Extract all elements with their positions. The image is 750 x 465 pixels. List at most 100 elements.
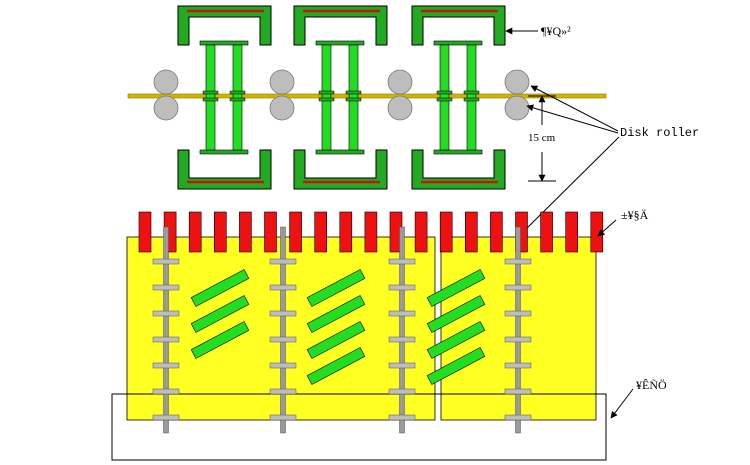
electrode-cap bbox=[315, 149, 365, 155]
diagonal-green-bar bbox=[190, 295, 250, 333]
electrode-bar bbox=[348, 44, 359, 151]
shaft-disc bbox=[388, 310, 416, 317]
upper-housing bbox=[411, 5, 506, 46]
shaft-disc bbox=[504, 414, 532, 421]
red-block bbox=[490, 211, 503, 253]
top-unit-group: 15 cm ¶¥Q»² Disk roller bbox=[127, 5, 699, 236]
red-block bbox=[138, 211, 152, 253]
red-block bbox=[188, 211, 202, 253]
red-block bbox=[565, 211, 579, 253]
bottom-right-arrow bbox=[610, 388, 634, 419]
shaft-disc bbox=[388, 362, 416, 369]
disk-roller bbox=[504, 95, 530, 121]
shaft-disc bbox=[504, 258, 532, 265]
electrode-bar bbox=[205, 44, 216, 151]
shaft-disc bbox=[152, 414, 180, 421]
shaft-disc bbox=[388, 258, 416, 265]
shaft-disc bbox=[269, 310, 297, 317]
top-unit-2 bbox=[293, 5, 388, 190]
shaft bbox=[515, 226, 521, 434]
diagonal-green-bar bbox=[190, 269, 250, 307]
diagonal-green-bar bbox=[426, 347, 486, 385]
shaft-disc bbox=[388, 388, 416, 395]
red-block bbox=[414, 211, 428, 253]
disk-roller bbox=[269, 95, 295, 121]
red-block bbox=[439, 211, 453, 253]
electrode-bar bbox=[466, 44, 477, 151]
shaft bbox=[163, 226, 169, 434]
lower-housing bbox=[293, 149, 388, 190]
red-block bbox=[540, 211, 553, 253]
top-unit-3 bbox=[411, 5, 506, 190]
disk-roller bbox=[387, 95, 413, 121]
shaft-disc bbox=[269, 336, 297, 343]
red-block bbox=[464, 211, 478, 253]
bottom-right-label: ¥ÊÑÖ bbox=[636, 378, 667, 392]
disk-rollers bbox=[153, 69, 530, 121]
red-block bbox=[339, 211, 353, 253]
diagonal-green-bar bbox=[426, 295, 486, 333]
top-unit-1 bbox=[177, 5, 272, 190]
disk-roller-label: Disk roller bbox=[620, 126, 699, 140]
shaft-disc bbox=[504, 388, 532, 395]
shaft-disc bbox=[269, 388, 297, 395]
base-frame-outline bbox=[111, 393, 607, 461]
shaft-disc bbox=[152, 284, 180, 291]
diagonal-green-bar bbox=[306, 347, 366, 385]
red-block bbox=[289, 211, 302, 253]
red-block bbox=[314, 211, 328, 253]
shafts bbox=[152, 226, 532, 434]
shaft-disc bbox=[269, 258, 297, 265]
shaft-disc bbox=[269, 414, 297, 421]
shaft-disc bbox=[269, 284, 297, 291]
diagonal-green-bar bbox=[190, 321, 250, 359]
upper-housing bbox=[177, 5, 272, 46]
diagonal-green-bar bbox=[426, 269, 486, 307]
red-block bbox=[264, 211, 277, 253]
shaft-disc bbox=[504, 362, 532, 369]
upper-housing bbox=[293, 5, 388, 46]
diagonal-green-bar bbox=[426, 321, 486, 359]
lower-housing bbox=[177, 149, 272, 190]
disk-roller bbox=[153, 95, 179, 121]
shaft-disc bbox=[388, 414, 416, 421]
bar-connectors bbox=[202, 90, 480, 102]
electrode-cap bbox=[199, 40, 249, 46]
electrode-cap bbox=[433, 149, 483, 155]
shaft-disc bbox=[504, 336, 532, 343]
shaft-disc bbox=[152, 310, 180, 317]
shaft-disc bbox=[504, 284, 532, 291]
shaft-disc bbox=[152, 362, 180, 369]
disk-roller-leaders bbox=[519, 85, 620, 236]
processed-strip bbox=[127, 93, 607, 99]
top-right-label: ¶¥Q»² bbox=[541, 24, 571, 38]
bottom-unit-group: ±¥§Ä ¥ÊÑÖ bbox=[111, 208, 667, 461]
diagonal-green-bar bbox=[306, 321, 366, 359]
red-block bbox=[364, 211, 378, 253]
shaft bbox=[399, 226, 405, 434]
diagonal-bars bbox=[190, 269, 486, 385]
red-block bbox=[239, 211, 252, 253]
red-block-row bbox=[138, 211, 604, 253]
electrode-cap bbox=[433, 40, 483, 46]
shaft-disc bbox=[388, 284, 416, 291]
disk-roller bbox=[387, 69, 413, 95]
disk-roller bbox=[504, 69, 530, 95]
electrode-bar bbox=[439, 44, 450, 151]
red-block bbox=[590, 211, 604, 253]
electrode-bar bbox=[232, 44, 243, 151]
shaft-disc bbox=[388, 336, 416, 343]
lower-housing bbox=[411, 149, 506, 190]
electrode-bar bbox=[321, 44, 332, 151]
diagonal-green-bar bbox=[306, 269, 366, 307]
shaft-disc bbox=[269, 362, 297, 369]
disk-roller bbox=[269, 69, 295, 95]
diagonal-green-bar bbox=[306, 295, 366, 333]
shaft-disc bbox=[152, 336, 180, 343]
shaft-disc bbox=[504, 310, 532, 317]
disk-roller bbox=[153, 69, 179, 95]
dimension-label: 15 cm bbox=[528, 132, 556, 144]
middle-right-arrow bbox=[597, 219, 617, 237]
middle-right-label: ±¥§Ä bbox=[621, 208, 649, 222]
